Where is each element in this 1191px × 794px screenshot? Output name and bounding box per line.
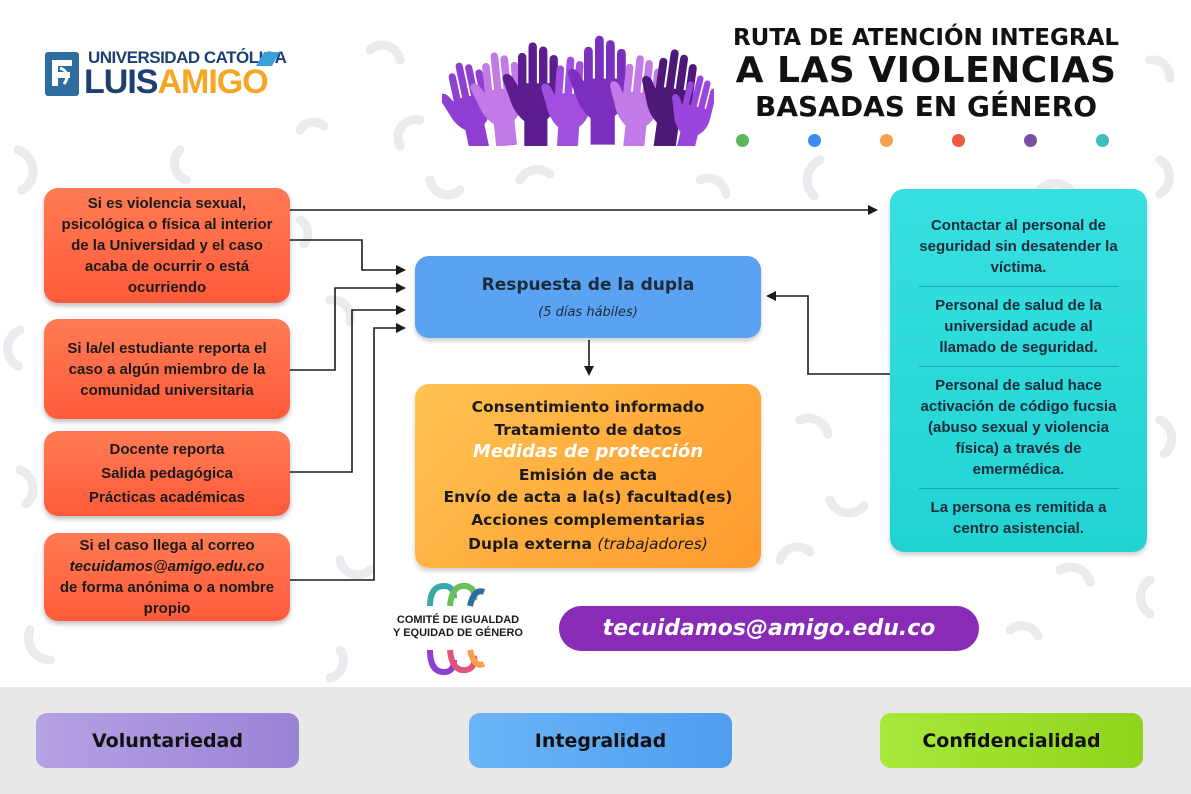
principle-confidencialidad: Confidencialidad — [880, 713, 1143, 768]
color-dot — [1024, 134, 1037, 147]
case-box-teacher-report: Docente reporta Salida pedagógica Prácti… — [44, 431, 290, 516]
title-line1: RUTA DE ATENCIÓN INTEGRAL — [732, 25, 1120, 51]
color-dot — [808, 134, 821, 147]
case-text-student-report: Si la/el estudiante reporta el caso a al… — [67, 339, 267, 399]
step-protection-measures: Medidas de protección — [472, 441, 704, 463]
committee-name-line1: COMITÉ DE IGUALDAD — [396, 614, 520, 626]
dupla-response-deadline: (5 días hábiles) — [538, 304, 638, 320]
color-dot — [880, 134, 893, 147]
divider — [918, 488, 1119, 489]
committee-name: COMITÉ DE IGUALDAD Y EQUIDAD DE GÉNERO — [388, 614, 528, 640]
case-text-internal-violence: Si es violencia sexual, psicológica o fí… — [61, 195, 273, 296]
title-line2: A LAS VIOLENCIAS — [735, 50, 1117, 91]
principle-voluntariedad: Voluntariedad — [36, 713, 299, 768]
logo-line1: UNIVERSIDAD CATÓLICA — [88, 48, 287, 67]
logo-line2: LUISAMIGO — [84, 63, 269, 102]
step-issue-record: Emisión de acta — [518, 465, 658, 484]
logo-luis: LUIS — [84, 63, 158, 101]
action-contact-security: Contactar al personal de seguridad sin d… — [919, 217, 1118, 276]
contact-email-pill[interactable]: tecuidamos@amigo.edu.co — [559, 606, 979, 651]
case-text-field-trip: Salida pedagógica — [101, 464, 233, 482]
color-dot — [736, 134, 749, 147]
committee-top-icon — [427, 582, 486, 607]
color-dot — [952, 134, 965, 147]
case-text-internships: Prácticas académicas — [89, 488, 245, 506]
color-dots — [736, 134, 1116, 148]
dupla-response-title: Respuesta de la dupla — [481, 274, 695, 295]
step-data-treatment: Tratamiento de datos — [494, 420, 682, 439]
raised-hands-illustration — [442, 35, 714, 154]
case-box-internal-violence: Si es violencia sexual, psicológica o fí… — [44, 188, 290, 303]
equality-committee-logo: COMITÉ DE IGUALDAD Y EQUIDAD DE GÉNERO — [388, 578, 528, 682]
title-line3: BASADAS EN GÉNERO — [754, 90, 1097, 123]
action-fuchsia-code: Personal de salud hace activación de cód… — [920, 377, 1117, 478]
committee-bottom-icon — [427, 649, 486, 676]
dupla-response-box: Respuesta de la dupla (5 días hábiles) — [415, 256, 761, 338]
action-referral: La persona es remitida a centro asistenc… — [930, 499, 1107, 537]
case-text-email-post: de forma anónima o a nombre propio — [59, 579, 275, 617]
case-box-student-report: Si la/el estudiante reporta el caso a al… — [44, 319, 290, 419]
university-logo: UNIVERSIDAD CATÓLICA LUISAMIGO — [44, 44, 287, 104]
step-complementary-actions: Acciones complementarias — [471, 510, 705, 529]
divider — [918, 286, 1119, 287]
step-informed-consent: Consentimiento informado — [471, 398, 705, 417]
principle-integralidad: Integralidad — [469, 713, 732, 768]
step-send-record: Envío de acta a la(s) facultad(es) — [443, 488, 733, 507]
step-external-dupla: Dupla externa (trabajadores) — [468, 533, 708, 556]
case-text-email-address[interactable]: tecuidamos@amigo.edu.co — [69, 558, 265, 575]
step-external-dupla-label: Dupla externa — [468, 535, 592, 554]
logo-emblem-icon — [45, 52, 79, 96]
color-dot — [1096, 134, 1109, 147]
committee-name-line2: Y EQUIDAD DE GÉNERO — [393, 627, 523, 639]
divider — [918, 366, 1119, 367]
case-text-email-pre: Si el caso llega al correo — [79, 537, 255, 554]
process-steps-box: Consentimiento informado Tratamiento de … — [415, 384, 761, 568]
logo-amigo: AMIGO — [157, 63, 268, 101]
immediate-actions-box: Contactar al personal de seguridad sin d… — [890, 189, 1147, 552]
case-box-email-report: Si el caso llega al correo tecuidamos@am… — [44, 533, 290, 621]
page-title: RUTA DE ATENCIÓN INTEGRAL A LAS VIOLENCI… — [724, 24, 1128, 124]
step-external-dupla-note: (trabajadores) — [597, 535, 708, 554]
case-text-teacher-report: Docente reporta — [109, 440, 225, 458]
action-health-staff: Personal de salud de la universidad acud… — [935, 297, 1102, 356]
